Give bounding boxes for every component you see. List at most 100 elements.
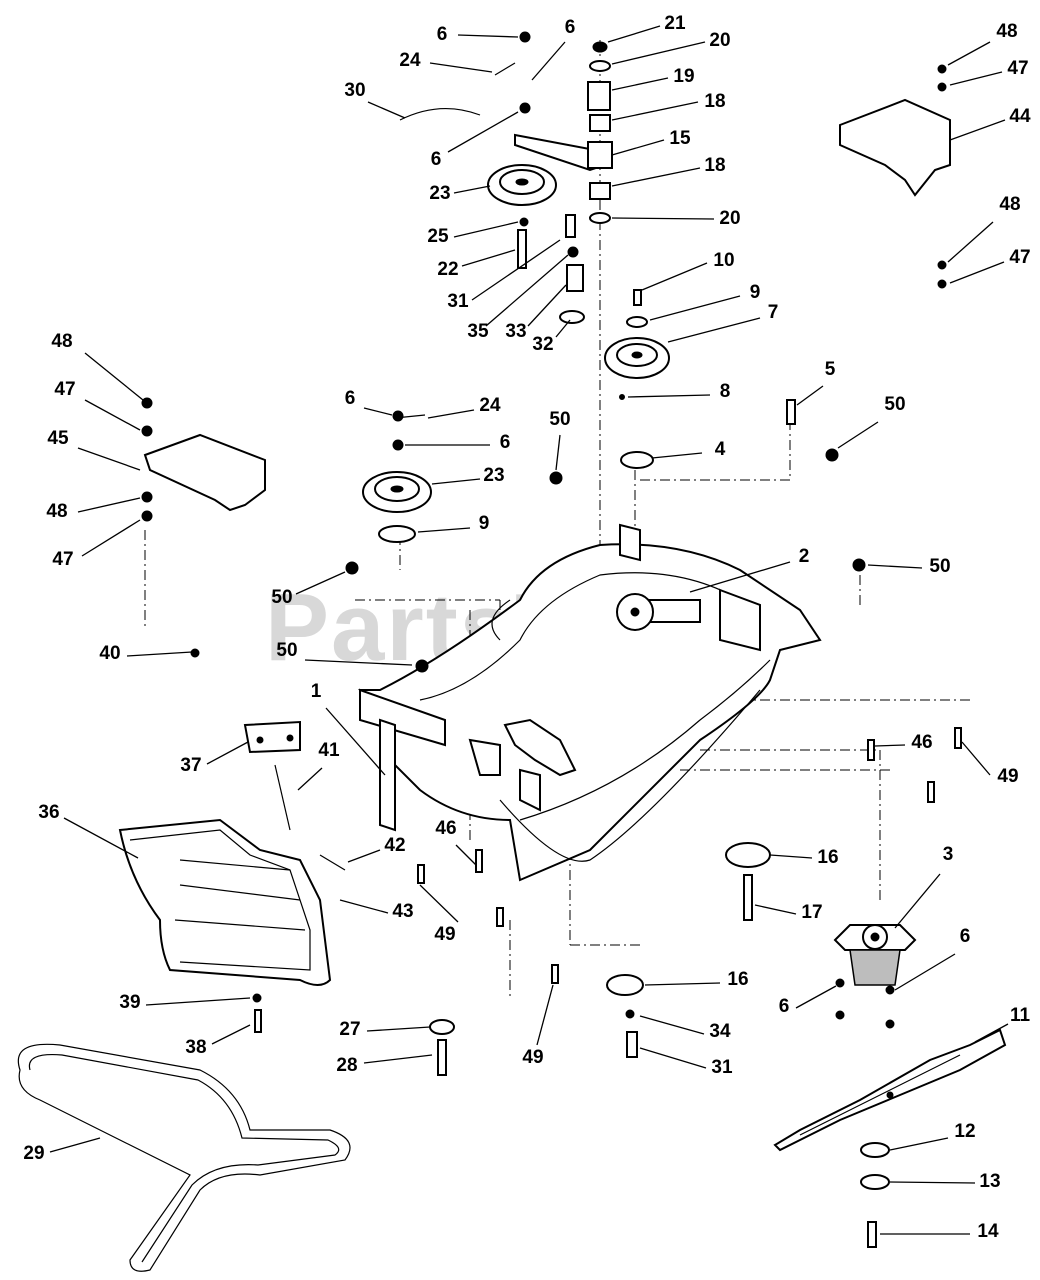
- leader-line: [527, 284, 567, 327]
- callout-17: 17: [754, 902, 823, 923]
- callout-22: 22: [437, 249, 516, 280]
- callout-number: 1: [311, 681, 322, 702]
- callout-number: 3: [943, 844, 954, 865]
- callout-13: 13: [889, 1171, 1001, 1192]
- idler-arm-assembly: [514, 41, 613, 224]
- leader-line: [126, 651, 193, 657]
- leader-line: [77, 447, 141, 471]
- callout-21: 21: [607, 13, 686, 43]
- leader-line: [84, 352, 144, 401]
- callout-6: 6: [431, 111, 519, 170]
- callout-number: 6: [779, 996, 790, 1017]
- spindle-assembly: [833, 924, 917, 986]
- leader-line: [145, 997, 251, 1006]
- callout-number: 45: [47, 428, 69, 449]
- callout-number: 21: [664, 13, 686, 34]
- callout-number: 17: [801, 902, 822, 923]
- callout-20: 20: [611, 30, 731, 65]
- callout-37: 37: [180, 741, 249, 776]
- leader-line: [874, 744, 906, 747]
- callout-number: 35: [467, 321, 489, 342]
- callout-31: 31: [447, 239, 561, 312]
- callout-number: 46: [435, 818, 456, 839]
- callout-number: 12: [954, 1121, 975, 1142]
- callout-9: 9: [649, 282, 760, 321]
- callout-number: 6: [431, 149, 442, 170]
- callout-number: 49: [997, 766, 1018, 787]
- callout-number: 50: [929, 556, 950, 577]
- callout-29: 29: [23, 1137, 101, 1164]
- callout-number: 50: [276, 640, 297, 661]
- callout-number: 34: [709, 1021, 731, 1042]
- leader-line: [639, 1015, 705, 1035]
- callout-25: 25: [427, 221, 519, 247]
- leader-line: [949, 119, 1006, 141]
- leader-line: [417, 527, 471, 533]
- callout-number: 23: [429, 183, 450, 204]
- callout-number: 15: [669, 128, 691, 149]
- leader-line: [339, 899, 389, 914]
- callout-24: 24: [427, 395, 501, 419]
- callout-6: 6: [894, 926, 970, 991]
- callout-number: 24: [399, 50, 421, 71]
- leader-line: [947, 221, 994, 263]
- callout-5: 5: [796, 359, 836, 406]
- leader-line: [77, 497, 141, 513]
- callout-44: 44: [949, 106, 1031, 141]
- callout-46: 46: [435, 818, 477, 866]
- callout-number: 18: [704, 155, 725, 176]
- callout-50: 50: [867, 556, 951, 577]
- leader-line: [611, 41, 706, 65]
- callout-48: 48: [947, 194, 1021, 263]
- callout-number: 10: [713, 250, 734, 271]
- callout-40: 40: [99, 643, 193, 664]
- leader-line: [947, 41, 991, 66]
- leader-line: [453, 221, 519, 238]
- callout-12: 12: [889, 1121, 976, 1151]
- leader-line: [363, 407, 393, 416]
- callout-50: 50: [271, 571, 346, 608]
- callout-number: 29: [23, 1143, 44, 1164]
- leader-line: [461, 249, 516, 267]
- callout-48: 48: [947, 21, 1018, 66]
- callout-number: 47: [52, 549, 73, 570]
- leader-line: [754, 904, 797, 915]
- leader-line: [347, 849, 381, 863]
- callout-number: 22: [437, 259, 458, 280]
- leader-line: [453, 185, 491, 194]
- callout-number: 43: [392, 901, 413, 922]
- callout-27: 27: [339, 1019, 431, 1040]
- leader-line: [974, 1023, 1009, 1043]
- callout-number: 47: [54, 379, 75, 400]
- callout-number: 6: [500, 432, 511, 453]
- leader-line: [627, 394, 711, 398]
- callout-number: 41: [318, 740, 340, 761]
- callout-3: 3: [894, 844, 954, 929]
- callout-number: 50: [884, 394, 905, 415]
- callout-38: 38: [185, 1024, 251, 1058]
- leader-line: [607, 25, 661, 43]
- leader-line: [457, 34, 519, 38]
- leader-line: [796, 385, 824, 406]
- pulley-23-lower: [362, 471, 432, 513]
- callout-1: 1: [311, 681, 386, 776]
- callout-9: 9: [417, 513, 489, 534]
- callout-number: 6: [345, 388, 356, 409]
- callout-16: 16: [769, 847, 839, 868]
- leader-line: [867, 564, 923, 569]
- callout-number: 47: [1007, 58, 1028, 79]
- leader-line: [555, 434, 561, 471]
- callout-number: 48: [999, 194, 1020, 215]
- leader-line: [837, 421, 879, 449]
- callout-6: 6: [437, 24, 519, 45]
- callout-6: 6: [345, 388, 393, 416]
- mower-blade: [773, 1028, 1007, 1152]
- callout-23: 23: [431, 465, 505, 486]
- leader-line: [471, 239, 561, 301]
- callout-33: 33: [505, 284, 567, 342]
- leader-line: [769, 854, 813, 859]
- callout-49: 49: [522, 984, 554, 1068]
- leader-line: [651, 452, 703, 459]
